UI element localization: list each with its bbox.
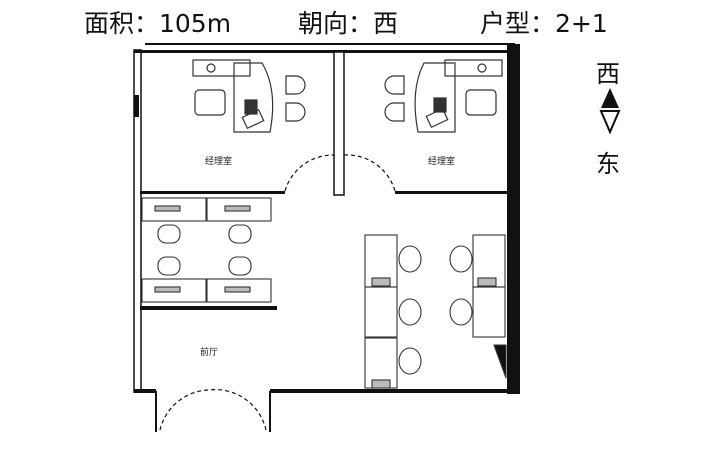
orientation-label: 朝向：西 [298, 9, 399, 38]
area-label: 面积：105m [84, 9, 232, 38]
layout-label: 户型：2+1 [480, 9, 608, 38]
compass-west-label: 西 [596, 60, 620, 88]
room-label-office-left: 经理室 [205, 155, 232, 167]
doors [159, 154, 396, 431]
walls [133, 43, 520, 394]
north-south-arrow-icon [599, 88, 621, 135]
compass-east-label: 东 [596, 150, 620, 178]
office-right-furniture [384, 59, 503, 133]
room-label-lobby: 前厅 [200, 346, 218, 358]
entrance-frame [155, 391, 271, 432]
workstations-right [364, 234, 507, 389]
office-left-furniture [192, 59, 306, 133]
workstations-left [141, 197, 272, 303]
room-label-office-right: 经理室 [428, 155, 455, 167]
